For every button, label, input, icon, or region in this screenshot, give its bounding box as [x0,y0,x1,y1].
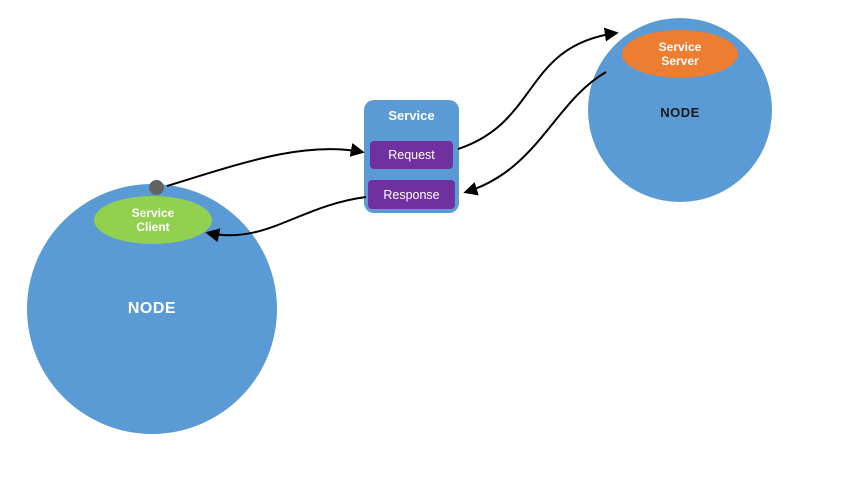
right-node-label: NODE [660,104,700,120]
left-node-label: NODE [127,300,177,317]
service-box: Service Request Response [364,100,459,213]
connection-dot [149,180,164,195]
service-client-label-line1: Service [131,205,175,220]
request-box: Request [370,141,453,169]
response-label: Response [383,187,440,202]
service-client-ellipse: Service Client [94,196,212,244]
service-server-label-line1: Service [658,39,702,54]
service-client-label-line2: Client [136,220,170,234]
service-box-title: Service [388,108,435,123]
arrow-client-to-request [166,143,365,187]
service-server-ellipse: Service Server [622,30,738,78]
arrow-server-to-response [463,71,607,196]
service-server-label-line2: Server [661,54,699,68]
response-box: Response [368,180,455,209]
request-label: Request [388,148,435,162]
